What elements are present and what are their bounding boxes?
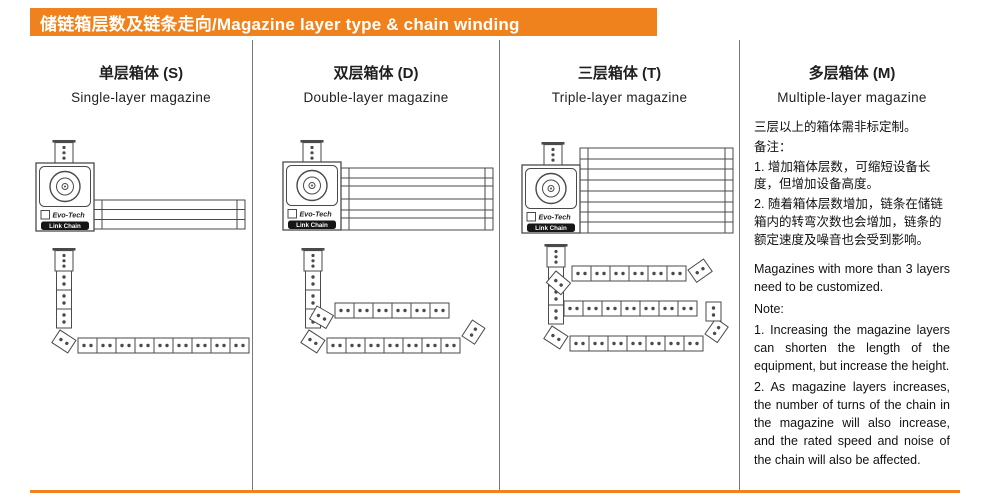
multi-layer-title-en: Multiple-layer magazine bbox=[777, 90, 927, 105]
notes-english: Magazines with more than 3 layers need t… bbox=[754, 260, 950, 468]
note-en-label: Note: bbox=[754, 301, 784, 316]
note-cn-item-2: 2. 随着箱体层数增加，链条在储链箱内的转弯次数也会增加，链条的额定速度及噪音也… bbox=[754, 197, 943, 247]
bottom-accent-rule bbox=[30, 490, 960, 493]
triple-layer-title-cn: 三层箱体 (T) bbox=[577, 65, 662, 82]
notes-chinese: 三层以上的箱体需非标定制。 备注： 1. 增加箱体层数，可缩短设备长度，但增加设… bbox=[754, 119, 950, 249]
note-en-item-2: 2. As magazine layers increases, the num… bbox=[754, 380, 950, 467]
chain-winding-path bbox=[300, 247, 486, 354]
column-double-layer: 双层箱体 (D) Double-layer magazine bbox=[253, 40, 500, 490]
chain-winding-path bbox=[543, 243, 729, 352]
magazine-rail-single bbox=[93, 199, 246, 230]
note-cn-item-1: 1. 增加箱体层数，可缩短设备长度，但增加设备高度。 bbox=[754, 159, 931, 192]
gear-motor-assembly bbox=[35, 140, 95, 232]
single-layer-title-en: Single-layer magazine bbox=[71, 90, 211, 105]
multi-layer-title-cn: 多层箱体 (M) bbox=[808, 65, 896, 82]
column-triple-layer: 三层箱体 (T) Triple-layer magazine bbox=[500, 40, 740, 490]
single-layer-diagram bbox=[35, 140, 250, 354]
note-cn-label: 备注： bbox=[754, 139, 792, 154]
triple-layer-diagram bbox=[521, 141, 734, 352]
gear-motor-assembly bbox=[282, 140, 342, 231]
magazine-rail-triple bbox=[579, 147, 734, 234]
gear-motor-assembly bbox=[521, 141, 581, 234]
chain-winding-path bbox=[51, 247, 250, 354]
section-title: 储链箱层数及链条走向/Magazine layer type & chain w… bbox=[40, 14, 520, 34]
column-single-layer: 单层箱体 (S) Single-layer magazine bbox=[30, 40, 253, 490]
section-title-bar: 储链箱层数及链条走向/Magazine layer type & chain w… bbox=[30, 8, 657, 36]
double-layer-diagram bbox=[282, 140, 494, 354]
double-layer-title-en: Double-layer magazine bbox=[303, 90, 449, 105]
triple-layer-title-en: Triple-layer magazine bbox=[551, 90, 688, 105]
column-multiple-layer: 多层箱体 (M) Multiple-layer magazine 三层以上的箱体… bbox=[740, 40, 960, 490]
magazine-type-columns: 单层箱体 (S) Single-layer magazine bbox=[30, 40, 960, 490]
note-cn-intro: 三层以上的箱体需非标定制。 bbox=[754, 120, 917, 134]
double-layer-title-cn: 双层箱体 (D) bbox=[333, 65, 419, 82]
magazine-rail-double bbox=[340, 167, 494, 231]
note-en-item-1: 1. Increasing the magazine layers can sh… bbox=[754, 322, 950, 373]
note-en-intro: Magazines with more than 3 layers need t… bbox=[754, 262, 950, 295]
single-layer-title-cn: 单层箱体 (S) bbox=[98, 65, 184, 82]
